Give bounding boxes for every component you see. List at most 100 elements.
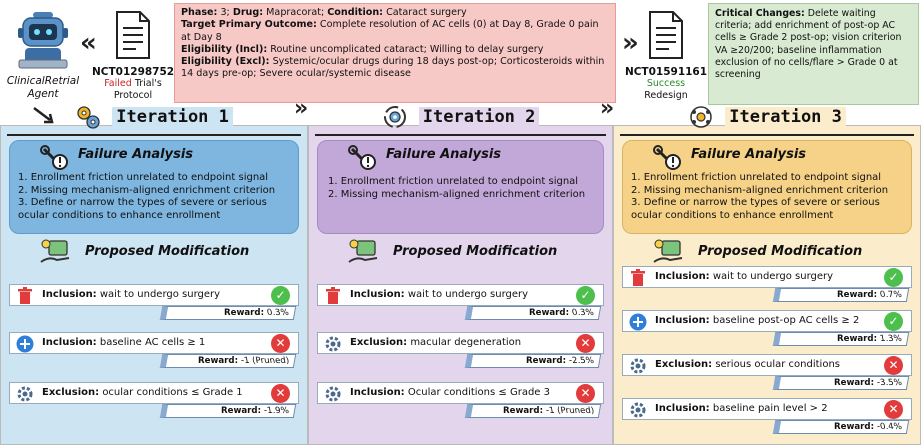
- outcome-label: Target Primary Outcome:: [181, 19, 317, 31]
- modification-item: Exclusion: macular degeneration ✕: [317, 332, 604, 354]
- cross-icon: ✕: [576, 384, 595, 403]
- modification-item: Inclusion: wait to undergo surgery ✓: [317, 284, 604, 306]
- mod-kind: Exclusion:: [655, 359, 713, 370]
- iteration-header: Iteration 1: [1, 104, 307, 134]
- success-status: Success: [646, 78, 686, 89]
- reward-label: Reward:: [526, 356, 567, 366]
- column-rule: [7, 134, 301, 136]
- failed-line2: Trial's: [134, 78, 162, 89]
- failure-analysis-box: Failure Analysis 1. Enrollment friction …: [622, 140, 912, 234]
- fa-item: 1. Enrollment friction unrelated to endp…: [18, 172, 269, 183]
- incl-label: Eligibility (Incl):: [181, 43, 268, 55]
- modification-item: Inclusion: wait to undergo surgery ✓: [622, 266, 912, 288]
- fa-item: 1. Enrollment friction unrelated to endp…: [631, 172, 882, 183]
- reward-value: 0.7%: [879, 290, 903, 300]
- document-icon: [116, 11, 150, 59]
- reward-tag: Reward: -1.9%: [159, 404, 297, 418]
- iteration-2-column: Iteration 2 Failure Analysis 1. Enrollme…: [308, 106, 613, 445]
- reward-value: 0.3%: [266, 308, 290, 318]
- failed-trial-doc: NCT01298752 Failed Trial's Protocol: [92, 10, 174, 102]
- reward-tag: Reward: -1 (Pruned): [159, 354, 297, 368]
- mod-kind: Exclusion:: [42, 387, 100, 398]
- gear-icon: [17, 386, 33, 402]
- reward-value: -0.4%: [876, 422, 903, 432]
- gear-icon: [630, 358, 646, 374]
- gear-icon: [630, 402, 646, 418]
- failure-analysis-title: Failure Analysis: [386, 147, 502, 162]
- critical-changes-box: Critical Changes: Delete waiting criteri…: [708, 3, 919, 105]
- condition-label: Condition:: [327, 7, 383, 18]
- check-icon: ✓: [271, 286, 290, 305]
- robot-icon: [18, 12, 68, 69]
- mod-text: ocular conditions ≤ Grade 1: [102, 387, 243, 398]
- cross-icon: ✕: [884, 400, 903, 419]
- fa-item: ocular conditions to enhance enrollment: [18, 209, 221, 221]
- settings-gears-icon: [77, 106, 100, 129]
- iteration-header: Iteration 3: [614, 104, 920, 134]
- gear-icon: [325, 386, 341, 402]
- modification-item: Exclusion: serious ocular conditions ✕: [622, 354, 912, 376]
- mod-text: wait to undergo surgery: [99, 289, 221, 300]
- modification-item: Inclusion: wait to undergo surgery ✓: [9, 284, 299, 306]
- reward-tag: Reward: 0.3%: [159, 306, 297, 320]
- trash-icon: [18, 287, 32, 304]
- idea-hand-icon: [653, 239, 683, 263]
- condition-value: Cataract surgery: [386, 7, 467, 18]
- mod-kind: Inclusion:: [350, 289, 405, 300]
- excl-label: Eligibility (Excl):: [181, 56, 270, 68]
- mod-kind: Inclusion:: [350, 387, 405, 398]
- wrench-alert-icon: [653, 145, 681, 170]
- mod-kind: Inclusion:: [655, 271, 710, 282]
- trial-info-box: Phase: 3; Drug: Mapracorat; Condition: C…: [174, 3, 616, 103]
- reward-value: -1 (Pruned): [544, 406, 595, 416]
- failed-status: Failed: [104, 78, 132, 89]
- cross-icon: ✕: [271, 384, 290, 403]
- agent-block: ClinicalRetrial Agent: [2, 6, 84, 124]
- failure-analysis-title: Failure Analysis: [78, 147, 194, 162]
- mod-kind: Inclusion:: [42, 289, 97, 300]
- reward-label: Reward:: [834, 422, 875, 432]
- iteration-title: Iteration 3: [725, 107, 846, 127]
- reward-value: -1.9%: [263, 406, 290, 416]
- trash-icon: [326, 287, 340, 304]
- success-trial-doc: NCT01591161 Success Redesign: [624, 10, 708, 102]
- modification-item: Inclusion: baseline post-op AC cells ≥ 2…: [622, 310, 912, 332]
- drug-label: Drug:: [232, 7, 264, 18]
- proposed-modification-header: Proposed Modification: [1, 238, 307, 264]
- agent-label-2: Agent: [27, 88, 59, 100]
- mod-text: wait to undergo surgery: [712, 271, 834, 282]
- cross-icon: ✕: [884, 356, 903, 375]
- modification-item: Inclusion: baseline AC cells ≥ 1 ✕: [9, 332, 299, 354]
- reward-tag: Reward: -2.5%: [464, 354, 602, 368]
- modification-item: Inclusion: baseline pain level > 2 ✕: [622, 398, 912, 420]
- fa-item: 3. Define or narrow the types of severe …: [18, 197, 267, 209]
- reward-label: Reward:: [834, 378, 875, 388]
- failure-analysis-title: Failure Analysis: [691, 147, 807, 162]
- reward-value: -3.5%: [876, 378, 903, 388]
- reward-tag: Reward: 0.3%: [464, 306, 602, 320]
- cycle-gear-icon: [383, 106, 406, 128]
- mod-kind: Inclusion:: [655, 315, 710, 326]
- check-icon: ✓: [884, 312, 903, 331]
- plus-circle-icon: [629, 313, 647, 331]
- phase-value: 3;: [220, 7, 230, 18]
- mod-kind: Exclusion:: [350, 337, 408, 348]
- reward-label: Reward:: [221, 406, 262, 416]
- reward-value: 0.3%: [571, 308, 595, 318]
- network-gear-icon: [690, 106, 712, 128]
- reward-tag: Reward: 1.3%: [772, 332, 910, 346]
- modification-item: Exclusion: ocular conditions ≤ Grade 1 ✕: [9, 382, 299, 404]
- fa-item: 2. Missing mechanism-aligned enrichment …: [631, 184, 889, 196]
- critical-label: Critical Changes:: [715, 8, 805, 19]
- cross-icon: ✕: [271, 334, 290, 353]
- proposed-modification-header: Proposed Modification: [614, 238, 920, 264]
- mod-text: wait to undergo surgery: [407, 289, 529, 300]
- reward-value: 1.3%: [879, 334, 903, 344]
- agent-label-1: ClinicalRetrial: [6, 75, 80, 87]
- phase-label: Phase:: [181, 7, 218, 18]
- fa-item: 2. Missing mechanism-aligned enrichment …: [18, 184, 276, 196]
- wrench-alert-icon: [40, 145, 68, 170]
- mod-text: baseline AC cells ≥ 1: [99, 337, 206, 348]
- outcome-value: Complete resolution of AC cells (0) at D…: [181, 19, 599, 43]
- proposed-modification-title: Proposed Modification: [698, 244, 863, 259]
